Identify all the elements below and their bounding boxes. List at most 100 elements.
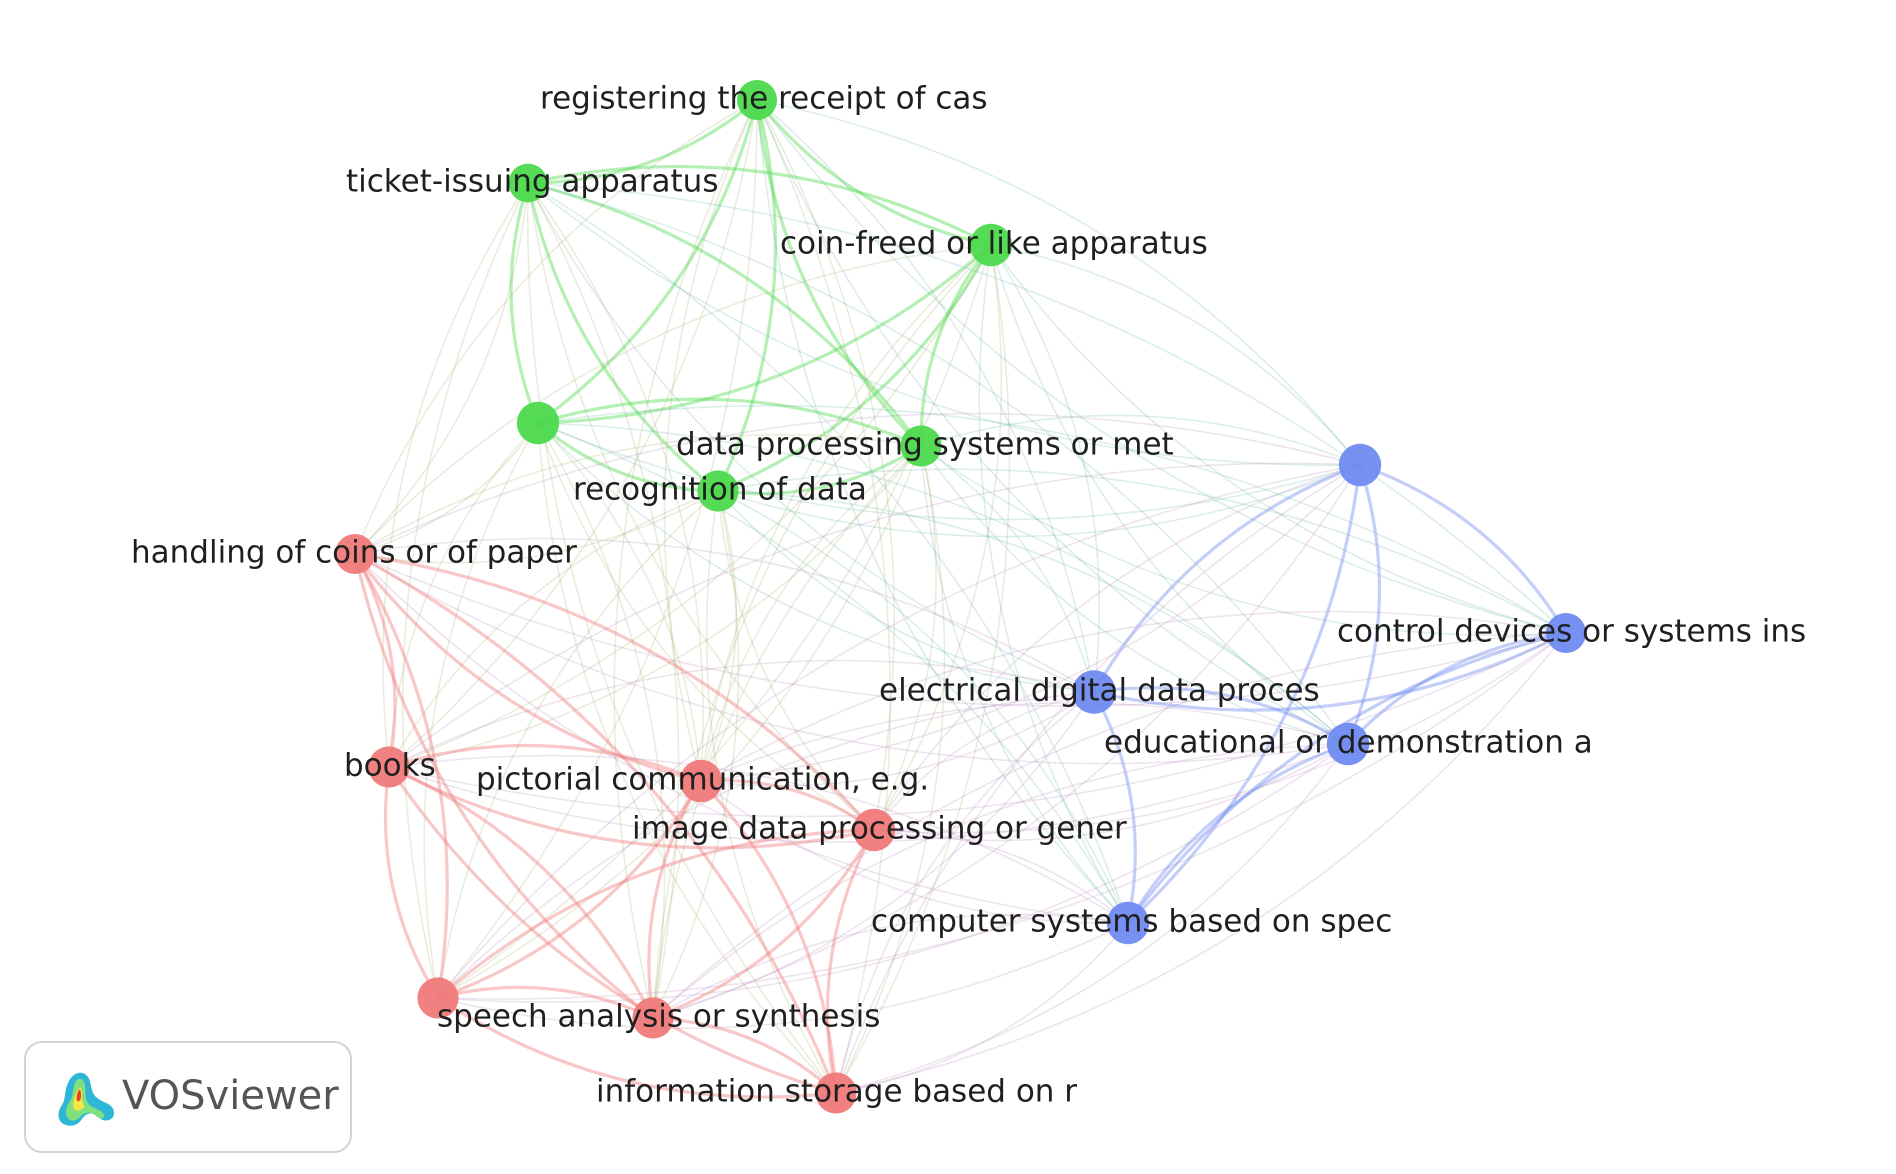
node-books[interactable]: [368, 746, 410, 788]
link-blue_unlabeled-electrical_digital: [1092, 463, 1362, 694]
link-electrical_digital-computer_systems: [1092, 690, 1137, 925]
nodes-layer[interactable]: [335, 80, 1586, 1114]
link-recognition-information_storage: [705, 490, 837, 1094]
link-coin_freed-information_storage: [835, 244, 1011, 1094]
link-data_processing-books: [388, 445, 922, 768]
node-label-coin_freed: coin-freed or like apparatus: [780, 226, 1208, 262]
link-blue_unlabeled-computer_systems: [1126, 463, 1362, 925]
link-handling_coins-electrical_digital: [354, 537, 1095, 693]
node-electrical_digital[interactable]: [1072, 670, 1116, 714]
node-label-image_data: image data processing or gener: [632, 811, 1127, 847]
link-data_processing-educational: [920, 445, 1349, 745]
link-red_unlabeled-information_storage: [436, 996, 838, 1099]
link-recognition-handling_coins: [354, 490, 719, 564]
node-ticket[interactable]: [508, 163, 548, 203]
link-books-pictorial: [387, 743, 703, 783]
link-green_unlabeled-handling_coins: [354, 422, 539, 555]
link-ticket-electrical_digital: [527, 182, 1095, 693]
node-label-handling_coins: handling of coins or of paper: [131, 535, 577, 571]
link-recognition-books: [388, 490, 719, 768]
link-ticket-speech: [527, 182, 680, 1019]
link-recognition-blue_unlabeled: [717, 464, 1361, 538]
link-green_unlabeled-information_storage: [537, 422, 837, 1094]
node-handling_coins[interactable]: [335, 534, 375, 574]
link-green_unlabeled-speech: [537, 422, 666, 1019]
link-data_processing-blue_unlabeled: [920, 414, 1361, 466]
node-speech[interactable]: [632, 997, 674, 1039]
node-blue_unlabeled[interactable]: [1338, 443, 1382, 487]
link-coin_freed-handling_coins: [354, 244, 992, 555]
link-data_processing-speech: [652, 445, 922, 1019]
link-ticket-image_data: [527, 182, 875, 831]
link-recognition-image_data: [717, 490, 875, 831]
link-recognition-speech: [652, 490, 740, 1019]
node-data_processing[interactable]: [900, 425, 942, 467]
link-ticket-control_devices: [527, 182, 1567, 634]
link-educational-information_storage: [835, 743, 1349, 1094]
vosviewer-logo-text: VOSviewer: [122, 1073, 339, 1119]
link-coin_freed-books: [388, 244, 992, 768]
node-educational[interactable]: [1326, 722, 1370, 766]
link-registering-handling_coins: [354, 99, 758, 555]
node-control_devices[interactable]: [1546, 613, 1586, 653]
link-control_devices-computer_systems: [1126, 631, 1568, 925]
link-data_processing-electrical_digital: [920, 445, 1095, 693]
link-ticket-computer_systems: [527, 182, 1129, 924]
link-ticket-red_unlabeled: [402, 182, 529, 999]
node-label-computer_systems: computer systems based on spec: [871, 904, 1392, 940]
link-green_unlabeled-books: [388, 422, 539, 768]
link-data_processing-information_storage: [835, 445, 946, 1094]
link-handling_coins-speech: [353, 552, 655, 1020]
node-green_unlabeled[interactable]: [516, 401, 560, 445]
node-red_unlabeled[interactable]: [417, 977, 459, 1019]
link-blue_unlabeled-speech: [652, 464, 1361, 1019]
node-coin_freed[interactable]: [969, 223, 1013, 267]
link-control_devices-image_data: [873, 632, 1567, 834]
node-information_storage[interactable]: [815, 1072, 857, 1114]
link-computer_systems-speech: [652, 913, 1129, 1019]
link-ticket-blue_unlabeled: [527, 182, 1361, 467]
link-coin_freed-speech: [652, 244, 992, 1019]
link-educational-pictorial: [700, 701, 1349, 782]
link-data_processing-computer_systems: [920, 445, 1129, 924]
link-green_unlabeled-computer_systems: [537, 422, 1129, 924]
link-ticket-information_storage: [526, 182, 837, 1094]
link-green_unlabeled-blue_unlabeled: [537, 422, 1361, 521]
link-handling_coins-books: [353, 552, 397, 769]
node-registering[interactable]: [737, 80, 777, 120]
node-pictorial[interactable]: [679, 759, 723, 803]
link-computer_systems-red_unlabeled: [437, 922, 1129, 1029]
link-control_devices-speech: [652, 632, 1567, 1019]
link-books-information_storage: [387, 765, 838, 1095]
link-coin_freed-computer_systems: [978, 244, 1129, 924]
vosviewer-logo: VOSviewer: [24, 1041, 352, 1153]
node-recognition[interactable]: [697, 470, 739, 512]
link-blue_unlabeled-educational: [1346, 463, 1382, 746]
link-image_data-information_storage: [825, 828, 876, 1095]
link-computer_systems-information_storage: [835, 922, 1129, 1094]
node-label-recognition: recognition of data: [573, 472, 867, 508]
link-ticket-educational: [527, 182, 1349, 745]
node-computer_systems[interactable]: [1106, 901, 1150, 945]
link-blue_unlabeled-books: [388, 462, 1361, 768]
link-registering-red_unlabeled: [437, 99, 758, 999]
link-educational-speech: [652, 743, 1349, 1019]
link-coin_freed-data_processing: [919, 243, 993, 448]
link-ticket-books: [382, 182, 529, 768]
link-recognition-pictorial: [700, 490, 738, 782]
node-label-electrical_digital: electrical digital data proces: [879, 673, 1320, 709]
link-registering-information_storage: [756, 99, 892, 1094]
node-image_data[interactable]: [852, 808, 896, 852]
link-blue_unlabeled-pictorial: [700, 464, 1361, 782]
node-label-books: books: [344, 748, 436, 784]
link-books-image_data: [387, 765, 876, 850]
link-registering-pictorial: [663, 99, 758, 782]
link-registering-control_devices: [756, 99, 1567, 634]
vosviewer-logo-icon: [58, 1072, 114, 1126]
link-coin_freed-recognition: [716, 243, 993, 493]
link-handling_coins-blue_unlabeled: [354, 412, 1361, 555]
link-data_processing-handling_coins: [354, 433, 922, 555]
link-coin_freed-control_devices: [990, 244, 1567, 634]
